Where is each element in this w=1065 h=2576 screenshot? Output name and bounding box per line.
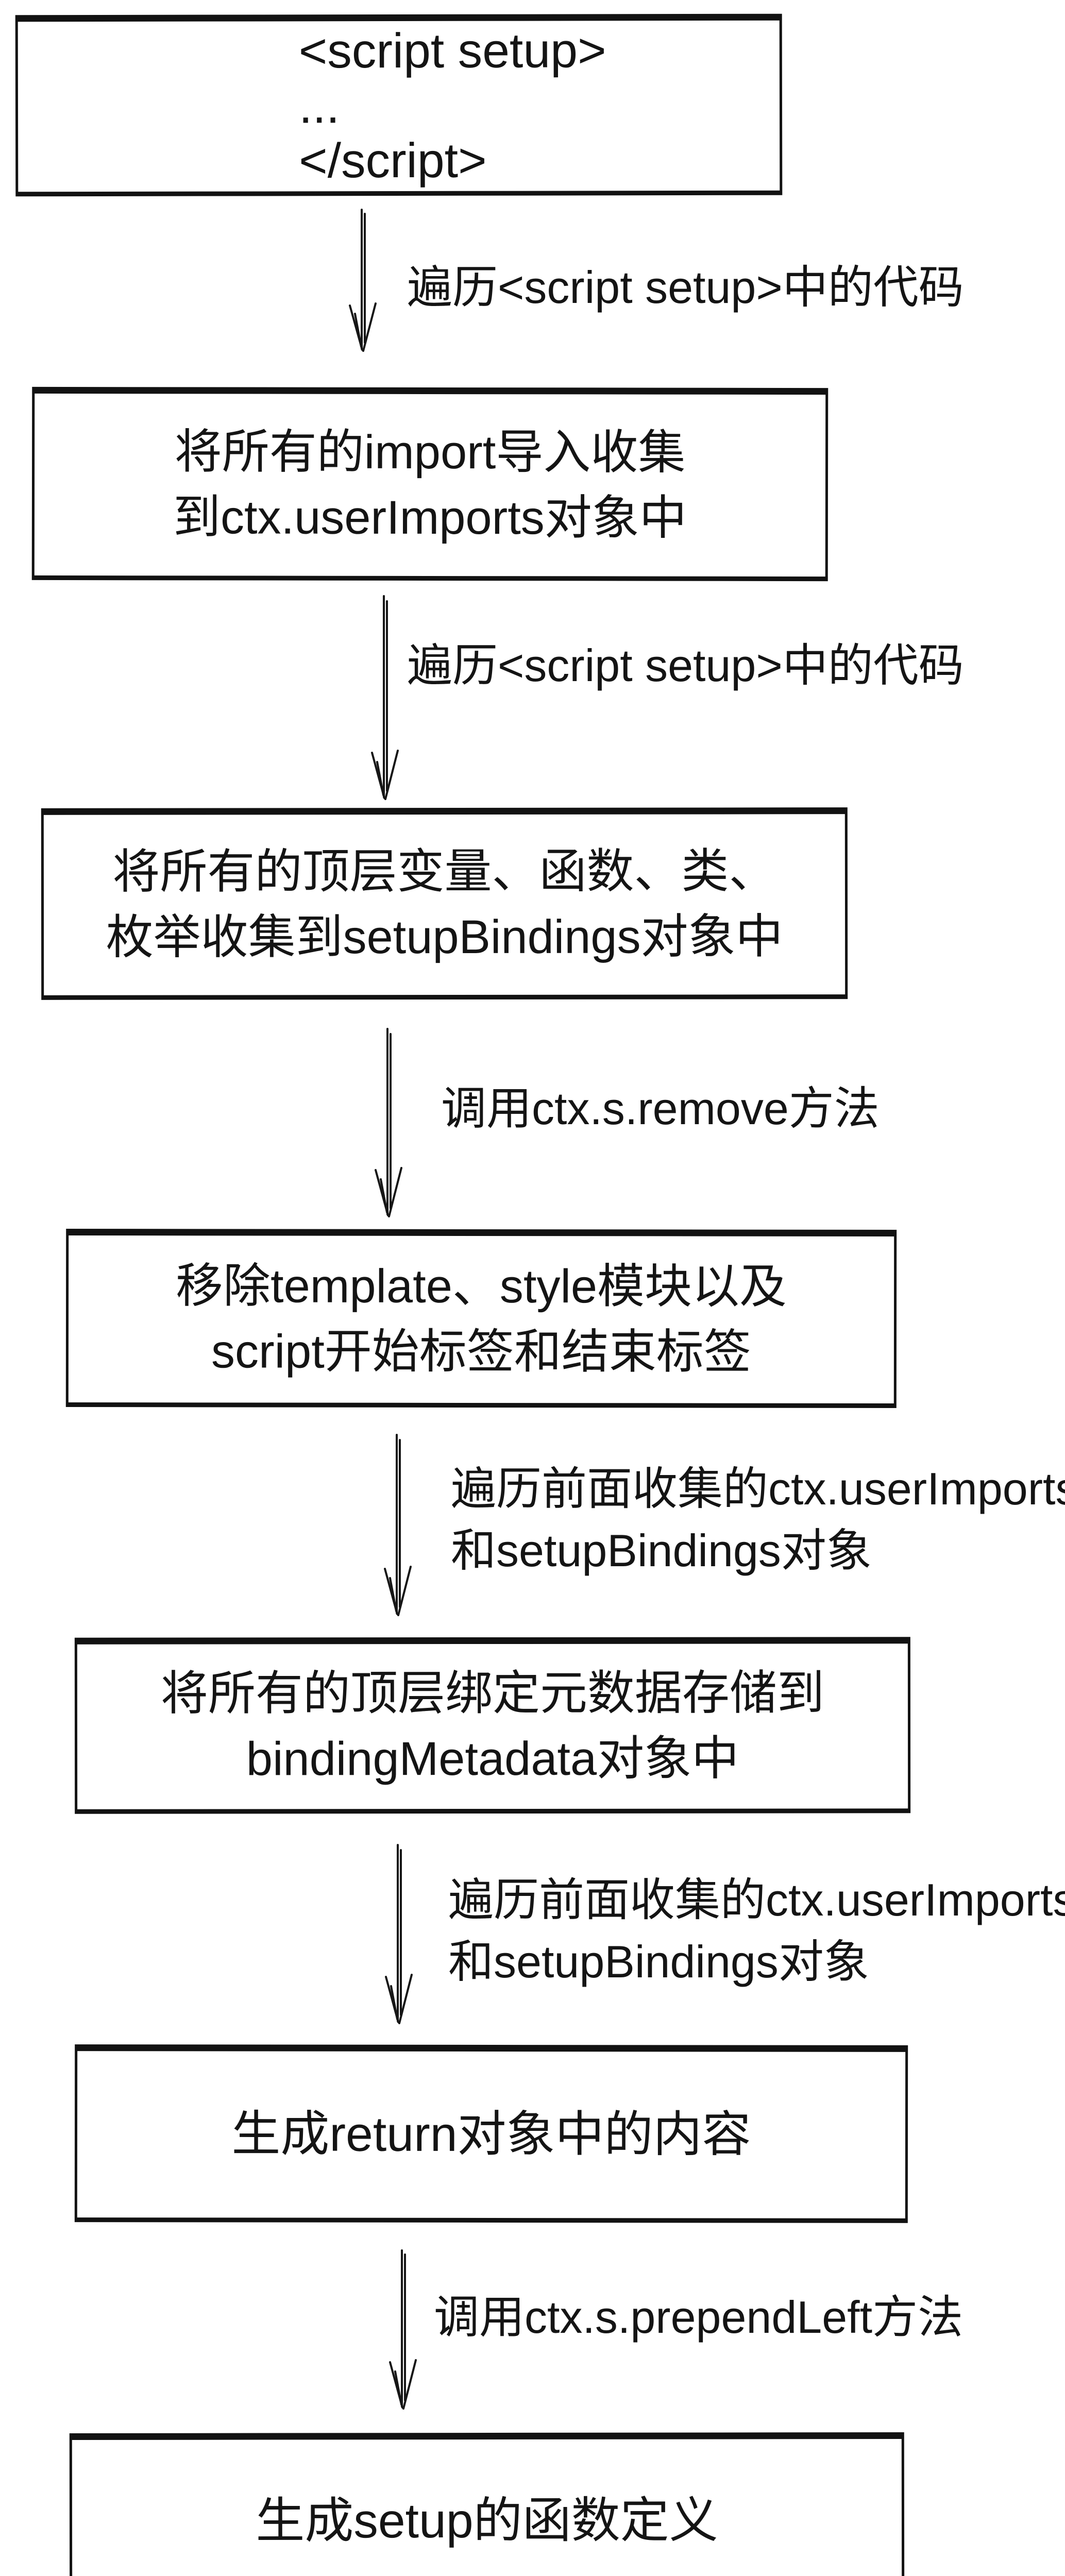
node-text-line: 生成setup的函数定义: [256, 2493, 718, 2549]
edge-label-line: 遍历前面收集的ctx.userImports: [451, 1463, 1065, 1514]
edge-label: 调用ctx.s.prependLeft方法: [434, 2286, 963, 2348]
arrow-down-icon: [375, 1028, 402, 1217]
flow-node-collect-imports: 将所有的import导入收集 到ctx.userImports对象中: [31, 386, 829, 582]
node-text-line: 生成return对象中的内容: [231, 2107, 751, 2162]
flow-node-remove-blocks-and-tags: 移除template、style模块以及 script开始标签和结束标签: [65, 1229, 897, 1408]
arrow-down-icon: [349, 209, 377, 352]
flow-node-script-setup: <script setup> ... </script>: [15, 13, 783, 197]
edge-label-line: 和setupBindings对象: [448, 1936, 869, 1987]
node-text-line: ...: [298, 78, 340, 134]
arrow-down-icon: [389, 2249, 417, 2410]
node-text-line: bindingMetadata对象中: [246, 1732, 739, 1786]
node-text-line: 移除template、style模块以及: [175, 1260, 787, 1313]
edge-label: 遍历前面收集的ctx.userImports 和setupBindings对象: [451, 1458, 1065, 1581]
node-text-line: 将所有的顶层变量、函数、类、: [112, 845, 776, 899]
node-text-line: <script setup>: [298, 23, 606, 79]
node-text-line: 到ctx.userImports对象中: [173, 490, 687, 545]
edge-label-line: 遍历<script setup>中的代码: [407, 262, 964, 313]
node-text-line: 将所有的顶层绑定元数据存储到: [160, 1667, 824, 1720]
edge-label: 遍历<script setup>中的代码: [407, 257, 964, 318]
edge-label-line: 和setupBindings对象: [451, 1524, 872, 1576]
arrow-down-icon: [384, 1434, 412, 1616]
arrow-down-icon: [371, 595, 399, 800]
edge-label-line: 遍历<script setup>中的代码: [407, 640, 964, 691]
node-text-line: 枚举收集到setupBindings对象中: [106, 910, 783, 964]
node-text-line: 将所有的import导入收集: [174, 425, 686, 479]
flow-node-collect-top-level-bindings: 将所有的顶层变量、函数、类、 枚举收集到setupBindings对象中: [41, 807, 848, 1000]
edge-label-line: 调用ctx.s.prependLeft方法: [434, 2292, 963, 2343]
edge-label: 遍历<script setup>中的代码: [407, 635, 964, 697]
flow-node-generate-return-content: 生成return对象中的内容: [74, 2044, 908, 2223]
node-text-line: </script>: [299, 133, 487, 189]
edge-label: 遍历前面收集的ctx.userImports 和setupBindings对象: [448, 1869, 1065, 1992]
edge-label-line: 调用ctx.s.remove方法: [441, 1083, 880, 1134]
flow-node-store-binding-metadata: 将所有的顶层绑定元数据存储到 bindingMetadata对象中: [74, 1637, 911, 1814]
node-text-line: script开始标签和结束标签: [211, 1325, 751, 1379]
arrow-down-icon: [385, 1844, 413, 2024]
edge-label-line: 遍历前面收集的ctx.userImports: [448, 1874, 1065, 1925]
flow-node-generate-setup-definition: 生成setup的函数定义: [69, 2432, 905, 2576]
edge-label: 调用ctx.s.remove方法: [441, 1078, 880, 1140]
